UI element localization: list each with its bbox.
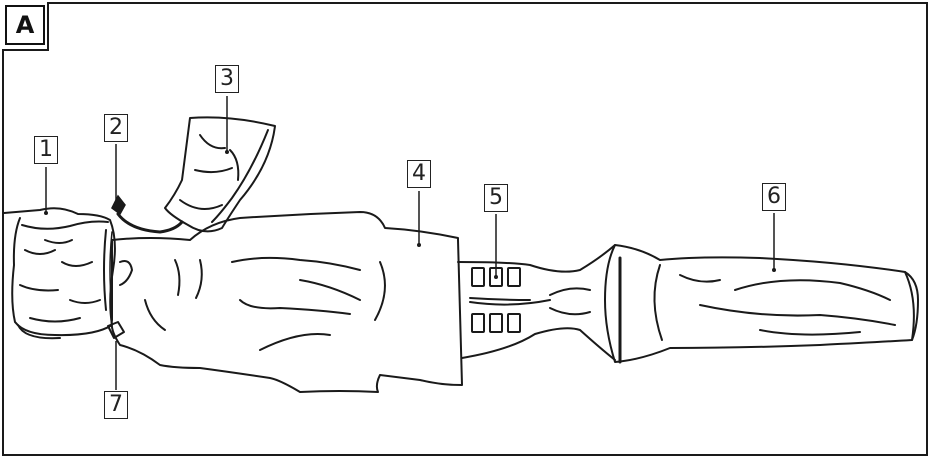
clip — [107, 321, 125, 339]
main-body — [110, 211, 463, 393]
callout-5: 5 — [484, 184, 508, 212]
callout-6: 6 — [762, 183, 786, 211]
leader-lines — [45, 96, 775, 390]
callout-2: 2 — [104, 114, 128, 142]
callout-3: 3 — [215, 65, 239, 93]
sleeve — [604, 244, 919, 364]
callout-7: 7 — [104, 391, 128, 419]
end-cap — [3, 207, 116, 340]
leader-dots — [44, 150, 776, 279]
callout-1: 1 — [34, 136, 58, 164]
flap — [164, 116, 276, 233]
callout-4: 4 — [407, 160, 431, 188]
neck-section — [457, 244, 616, 361]
panel-label: A — [5, 5, 45, 45]
vent-slots — [471, 267, 521, 333]
